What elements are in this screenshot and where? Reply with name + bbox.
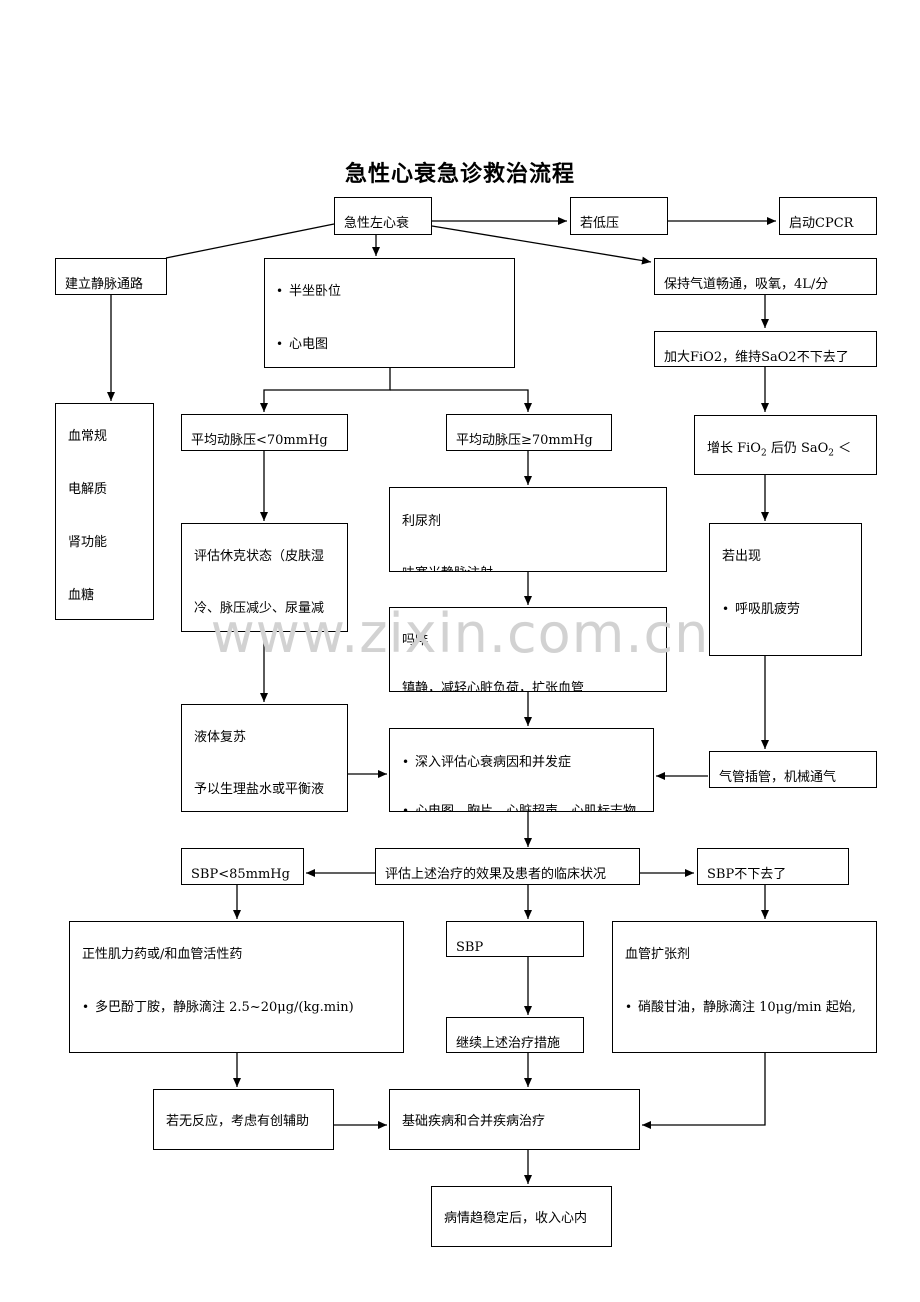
node-text: 血管扩张剂 <box>625 947 691 962</box>
bullet-item: 硝酸甘油，静脉滴注 10μg/min 起始, <box>625 997 876 1018</box>
connector-n5-split <box>260 368 391 412</box>
page-title: 急性心衰急诊救治流程 <box>344 162 575 187</box>
node-lab-tests: 血常规 电解质 肾功能 血糖 <box>55 403 154 620</box>
node-start-cpcr: 启动CPCR <box>779 197 877 235</box>
sao2-text: 后仍 SaO <box>766 441 829 456</box>
node-evaluate-effect: 评估上述治疗的效果及患者的临床状况 <box>375 848 640 885</box>
less-than-sign: ＜ <box>838 441 852 456</box>
node-admit-cardiology: 病情趋稳定后，收入心内 <box>431 1186 612 1247</box>
node-text: 基础疾病和合并疾病治疗 <box>402 1114 546 1129</box>
bullet-item: 半坐卧位 <box>276 281 514 302</box>
node-sbp-middle: SBP <box>446 921 584 957</box>
node-vasodilators: 血管扩张剂 硝酸甘油，静脉滴注 10μg/min 起始, <box>612 921 877 1053</box>
node-text: 镇静，减轻心脏负荷，扩张血管 <box>402 681 585 692</box>
bullet-item: 多巴酚丁胺，静脉滴注 2.5~20μg/(kg.min) <box>82 997 403 1018</box>
node-text: 继续上述治疗措施 <box>456 1036 561 1051</box>
node-text: 气管插管，机械通气 <box>719 770 837 785</box>
node-text: 液体复苏 <box>194 730 247 745</box>
fio2-text: 增长 FiO <box>707 441 761 456</box>
node-inotropes: 正性肌力药或/和血管活性药 多巴酚丁胺，静脉滴注 2.5~20μg/(kg.mi… <box>69 921 404 1053</box>
node-text: 利尿剂 <box>402 514 442 529</box>
node-text: 平均动脉压≥70mmHg <box>456 433 593 448</box>
node-text: 吗啡 <box>402 633 429 648</box>
node-map-low: 平均动脉压<70mmHg <box>181 414 348 451</box>
node-text: 加大FiO2，维持SaO2不下去了 <box>664 350 849 365</box>
node-text: 启动CPCR <box>789 216 854 231</box>
connector-n5-split-right <box>390 389 532 412</box>
node-text: 病情趋稳定后，收入心内 <box>444 1211 588 1226</box>
arrow-n1-n6 <box>431 225 652 265</box>
bullet-item: 心电图、胸片、心脏超声、心肌标志物 <box>402 801 653 811</box>
node-continue-treatment: 继续上述治疗措施 <box>446 1017 584 1053</box>
node-fluid-resuscitation: 液体复苏 予以生理盐水或平衡液 <box>181 704 348 812</box>
node-airway-oxygen: 保持气道畅通，吸氧，4L/分 <box>654 258 877 295</box>
lab-item: 肾功能 <box>68 535 108 550</box>
bullet-item: 深入评估心衰病因和并发症 <box>402 752 653 773</box>
node-acute-left-heart-failure: 急性左心衰 <box>334 197 432 235</box>
lab-item: 电解质 <box>68 482 108 497</box>
lab-item: 血常规 <box>68 429 108 444</box>
node-text: SBP <box>456 940 484 955</box>
node-text: 正性肌力药或/和血管活性药 <box>82 947 243 962</box>
node-text: 评估休克状态（皮肤湿 <box>194 549 325 564</box>
node-sbp-high: SBP不下去了 <box>697 848 849 885</box>
line-n1-n4 <box>165 223 335 259</box>
node-shock-assessment: 评估休克状态（皮肤湿 冷、脉压减少、尿量减 <box>181 523 348 632</box>
node-text: 评估上述治疗的效果及患者的临床状况 <box>385 867 607 882</box>
node-iv-access: 建立静脉通路 <box>55 258 167 295</box>
node-diuretics: 利尿剂 呋塞米静脉注射 <box>389 487 667 572</box>
node-text: 予以生理盐水或平衡液 <box>194 782 325 797</box>
node-sbp-low: SBP<85mmHg <box>181 848 304 885</box>
node-morphine: 吗啡 镇静，减轻心脏负荷，扩张血管 <box>389 607 667 692</box>
node-etiology-assessment: 深入评估心衰病因和并发症 心电图、胸片、心脏超声、心肌标志物 <box>389 728 654 812</box>
node-text: 若无反应，考虑有创辅助 <box>166 1114 310 1129</box>
node-text: 急性左心衰 <box>344 216 410 231</box>
node-text: 建立静脉通路 <box>65 277 144 292</box>
node-text: 平均动脉压<70mmHg <box>191 433 328 448</box>
bullet-item: 心电图 <box>276 334 514 355</box>
node-text: 保持气道畅通，吸氧，4L/分 <box>664 277 829 292</box>
node-text: 冷、脉压减少、尿量减 <box>194 601 325 616</box>
connector-n24-n27 <box>642 1053 766 1129</box>
node-text: 呋塞米静脉注射 <box>402 564 666 571</box>
node-intubation: 气管插管，机械通气 <box>709 751 877 788</box>
node-text: SBP<85mmHg <box>191 867 290 882</box>
lab-item: 血糖 <box>68 588 95 603</box>
node-invasive-support: 若无反应，考虑有创辅助 <box>153 1089 334 1150</box>
node-comorbidity-treatment: 基础疾病和合并疾病治疗 <box>389 1089 640 1150</box>
node-increase-fio2: 加大FiO2，维持SaO2不下去了 <box>654 331 877 367</box>
bullet-item: 呼吸肌疲劳 <box>722 599 861 620</box>
node-text: 增长 FiO2 后仍 SaO2 ＜ <box>707 441 852 459</box>
node-fio2-still-low: 增长 FiO2 后仍 SaO2 ＜ <box>694 415 877 475</box>
node-positioning-ecg: 半坐卧位 心电图 <box>264 258 515 368</box>
node-hypotension: 若低压 <box>570 197 668 235</box>
node-respiratory-fatigue: 若出现 呼吸肌疲劳 <box>709 523 862 656</box>
node-map-normal: 平均动脉压≥70mmHg <box>446 414 612 451</box>
node-text: SBP不下去了 <box>707 867 787 882</box>
node-text: 若出现 <box>722 549 762 564</box>
node-text: 若低压 <box>580 216 620 231</box>
